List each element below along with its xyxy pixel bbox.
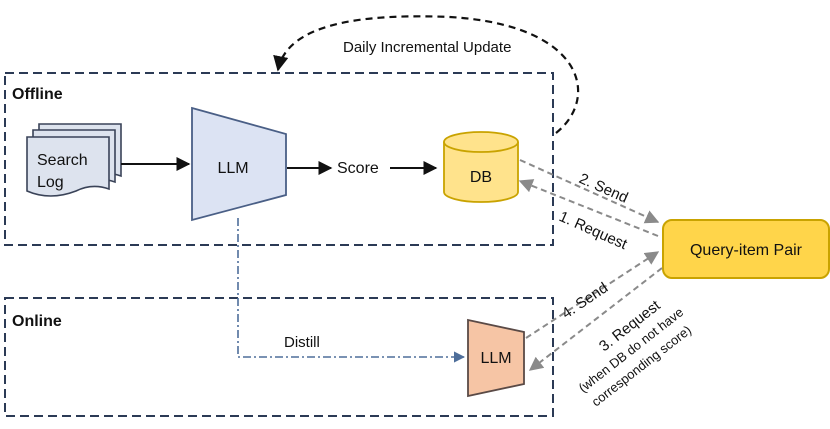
- offline-frame: [4, 72, 554, 246]
- llm-offline-shape: [191, 106, 287, 222]
- search-log-label-line1: Search: [37, 152, 88, 169]
- request-3-arrow: [528, 267, 663, 371]
- send-4-label: 4. Send: [559, 279, 611, 322]
- online-label: Online: [12, 313, 62, 330]
- offline-label: Offline: [12, 86, 63, 103]
- llm-online-label: LLM: [480, 350, 511, 367]
- online-frame: [4, 297, 554, 417]
- db-cylinder-icon: [443, 131, 519, 203]
- send-2-arrow: [519, 159, 660, 224]
- llm-offline-label: LLM: [217, 160, 248, 177]
- search-log-label-line2: Log: [37, 174, 64, 191]
- search-log-doc-icon: [26, 123, 122, 197]
- score-label: Score: [337, 160, 379, 177]
- send-2-label: 2. Send: [576, 170, 630, 207]
- distill-arrow: [237, 218, 466, 363]
- daily-update-label: Daily Incremental Update: [343, 39, 511, 56]
- request-1-label: 1. Request: [556, 208, 630, 253]
- llm-online-shape: [467, 318, 525, 398]
- query-item-pair-box: [662, 219, 830, 279]
- distill-label: Distill: [284, 334, 320, 351]
- query-item-pair-label: Query-item Pair: [690, 242, 803, 259]
- daily-update-loop-arrow: [273, 15, 580, 134]
- send-4-arrow: [525, 251, 660, 339]
- db-label: DB: [470, 169, 492, 186]
- request-1-arrow: [518, 179, 659, 237]
